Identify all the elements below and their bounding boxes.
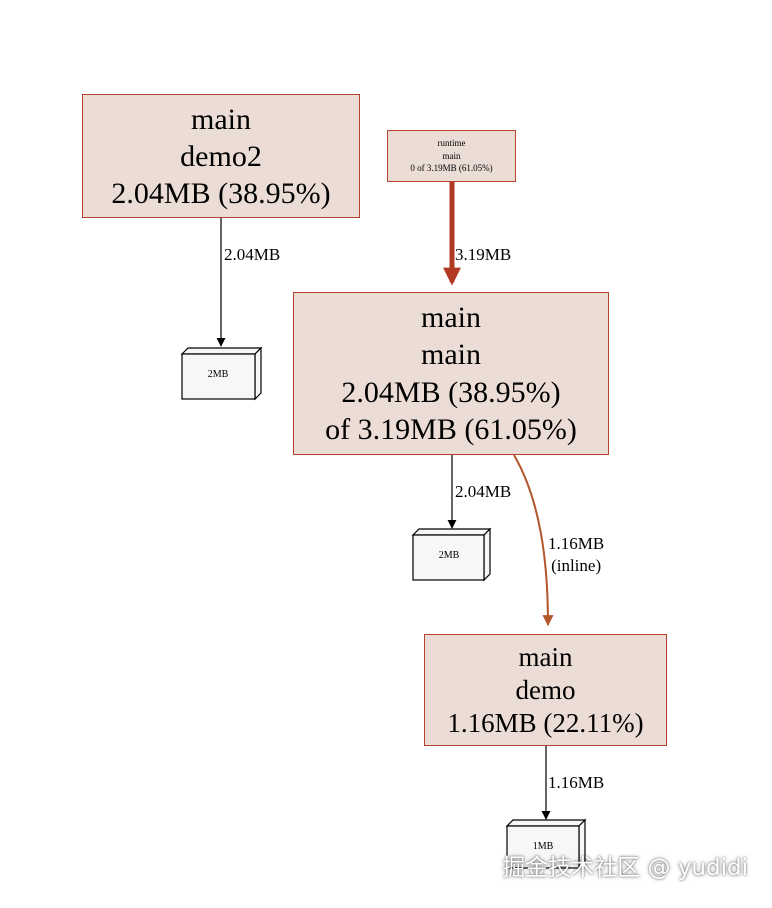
alloc-box-main-label: 2MB [439,550,460,561]
node-main-demo-flat: 1.16MB (22.11%) [447,707,644,738]
node-main-demo-func: demo [515,674,576,705]
alloc-box-demo2-label: 2MB [208,369,229,380]
edge-label-main-alloc: 2.04MB [455,482,512,501]
node-main-main[interactable]: main main 2.04MB (38.95%) of 3.19MB (61.… [293,292,609,455]
node-main-main-cum: of 3.19MB (61.05%) [325,413,577,446]
node-main-demo2[interactable]: main demo2 2.04MB (38.95%) [82,94,360,218]
node-main-demo-pkg: main [518,641,573,672]
node-main-main-pkg: main [421,300,481,334]
node-main-main-flat: 2.04MB (38.95%) [341,375,561,409]
node-main-demo[interactable]: main demo 1.16MB (22.11%) [424,634,667,746]
node-main-demo2-pkg: main [191,102,251,136]
alloc-box-demo2: 2MB [180,346,263,401]
edge-main-to-demo [513,454,554,627]
node-main-main-func: main [421,338,481,371]
node-main-demo2-flat: 2.04MB (38.95%) [111,176,331,210]
node-main-demo2-func: demo2 [180,139,262,173]
edge-label-main-demo-size: 1.16MB [548,534,605,553]
edge-label-demo-alloc: 1.16MB [548,773,605,792]
edge-label-main-demo: 1.16MB (inline) [548,533,604,577]
alloc-box-main: 2MB [411,527,492,582]
node-runtime-main[interactable]: runtime main 0 of 3.19MB (61.05%) [387,130,516,182]
watermark: 掘金技术社区 @ yudidi [502,855,748,881]
edge-label-demo2-alloc: 2.04MB [224,245,281,264]
node-runtime-main-pkg: runtime [437,138,466,149]
node-runtime-main-func: main [442,150,461,161]
alloc-box-demo: 1MB [505,818,587,870]
edge-label-runtime-main: 3.19MB [455,245,512,264]
alloc-box-demo-label: 1MB [533,841,554,852]
node-runtime-main-cum: 0 of 3.19MB (61.05%) [410,163,493,174]
edge-label-main-demo-inline: (inline) [551,556,602,575]
